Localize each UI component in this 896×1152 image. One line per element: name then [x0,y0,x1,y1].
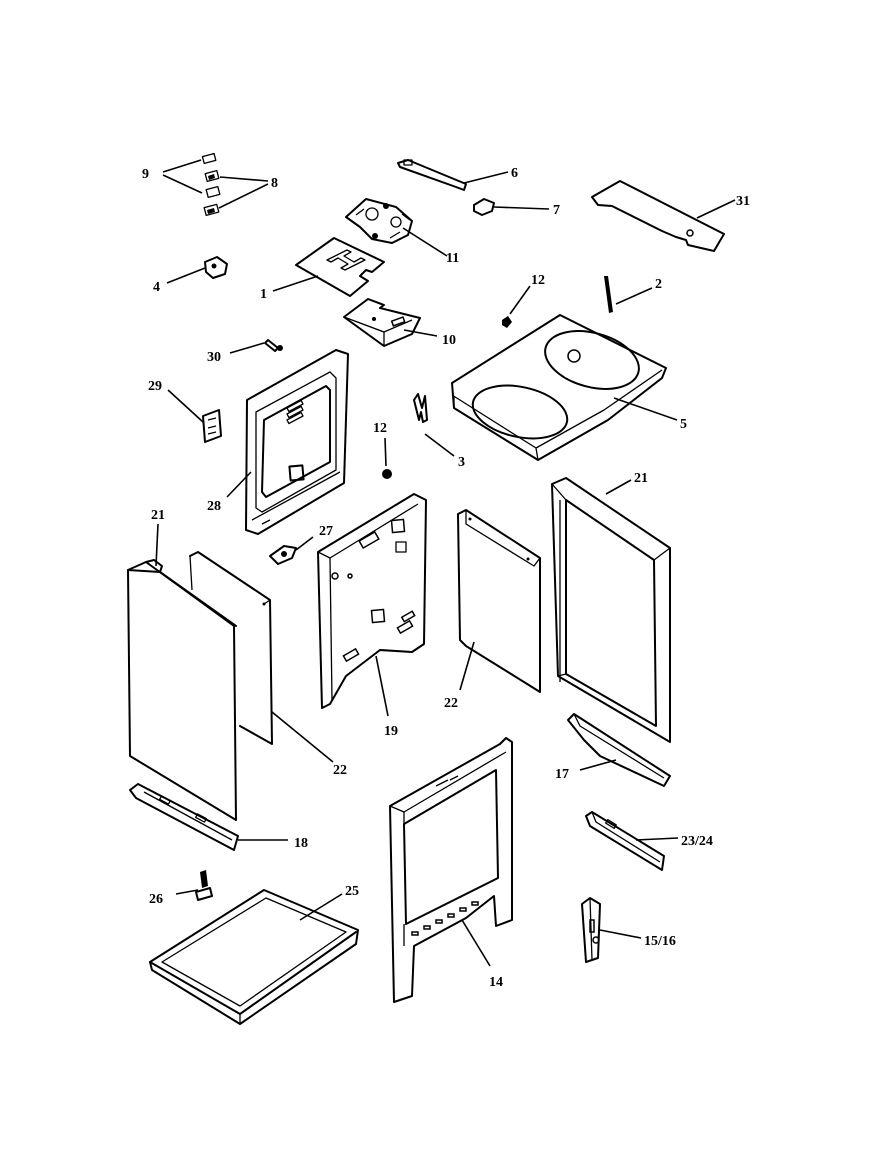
label-3: 3 [458,455,465,470]
part-knob-7 [473,198,550,216]
part-side-panel-21-left [127,523,237,821]
part-screw-30 [229,339,283,354]
label-26: 26 [149,892,163,907]
part-clip-3 [413,393,455,457]
part-bracket-27 [269,536,314,565]
label-9: 9 [142,167,149,182]
part-cooktop-base-5 [451,314,678,461]
label-19: 19 [384,724,398,739]
part-bracket-15-16 [581,897,642,963]
label-6: 6 [511,166,518,181]
part-side-frame-21-right [551,477,671,743]
part-plate-1 [272,237,385,297]
part-valve-11 [345,198,448,257]
label-12-upper: 12 [531,273,545,288]
part-bracket-4 [166,256,228,284]
part-plate-29 [167,389,222,443]
leaders-8-9 [162,159,269,209]
part-leveler-26 [175,870,213,901]
label-21-left: 21 [151,508,165,523]
part-rail-17 [567,713,671,787]
label-22-left: 22 [333,763,347,778]
label-22-right: 22 [444,696,458,711]
label-1: 1 [260,287,267,302]
label-2: 2 [655,277,662,292]
label-21-right: 21 [634,471,648,486]
label-25: 25 [345,884,359,899]
part-clips-8-9 [201,152,221,217]
label-29: 29 [148,379,162,394]
label-10: 10 [442,333,456,348]
label-30: 30 [207,350,221,365]
part-liner-22-left [189,551,334,763]
part-rod-6 [397,159,509,191]
part-bracket-10 [343,298,438,347]
label-4: 4 [153,280,160,295]
label-5: 5 [680,417,687,432]
part-front-frame-14 [389,737,513,1003]
label-23-24: 23/24 [681,834,713,849]
label-17: 17 [555,767,569,782]
label-8: 8 [271,176,278,191]
label-28: 28 [207,499,221,514]
part-fastener-12a [502,285,531,328]
part-fastener-12b [382,437,392,479]
part-rail-18 [129,783,288,851]
part-rear-panel-19 [317,493,427,717]
label-31: 31 [736,194,750,209]
callout-labels: 9 8 6 7 31 11 4 1 12 2 10 30 29 5 12 3 2… [142,166,750,990]
label-27: 27 [319,524,333,539]
part-back-panel-28 [226,349,349,535]
part-drawer-25 [149,889,359,1025]
label-18: 18 [294,836,308,851]
part-rail-23-24 [585,811,679,871]
part-rod-2 [604,276,653,313]
label-7: 7 [553,203,560,218]
part-liner-22-right [457,509,541,693]
label-15-16: 15/16 [644,934,676,949]
label-14: 14 [489,975,503,990]
part-bracket-31 [591,180,736,252]
label-12-lower: 12 [373,421,387,436]
label-11: 11 [446,251,459,266]
